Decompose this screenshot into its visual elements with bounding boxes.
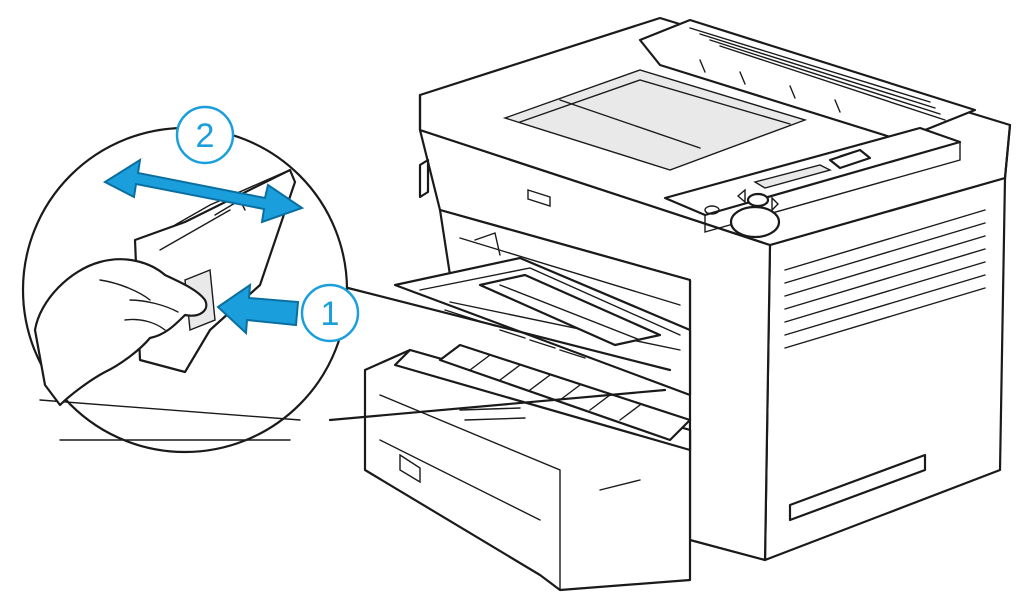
mp-tray [393, 256, 692, 397]
zoom-connector-line [346, 286, 672, 372]
control-panel [663, 126, 962, 239]
hand-illustration [33, 258, 208, 407]
top-vents [689, 27, 946, 121]
zoom-connector-line [328, 388, 667, 422]
step-number-1: 1 [321, 295, 340, 333]
step-badge-1: 1 [300, 283, 360, 343]
step-badge-2: 2 [175, 105, 235, 165]
push-arrow [216, 282, 300, 336]
step-number-2: 2 [196, 117, 215, 155]
side-vents [784, 209, 986, 349]
slide-direction-arrow [102, 157, 305, 224]
printer-illustration [363, 16, 1012, 592]
tray-ribs [438, 343, 692, 442]
